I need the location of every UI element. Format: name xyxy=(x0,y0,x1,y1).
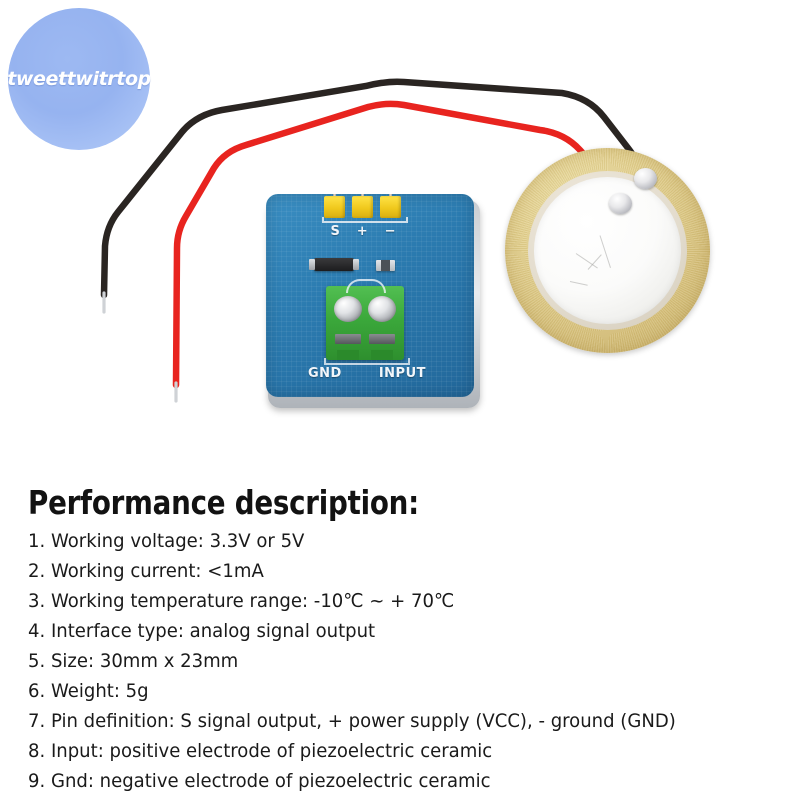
pin-label-s: S xyxy=(330,224,340,239)
spec-item: 4. Interface type: analog signal output xyxy=(28,620,376,642)
watermark-badge: tweettwitrtop xyxy=(7,8,151,150)
terminal-label-silkscreen xyxy=(324,358,410,365)
spec-item: 9. Gnd: negative electrode of piezoelect… xyxy=(28,770,491,792)
terminal-label-input: INPUT xyxy=(378,366,426,381)
product-photo: S + − GND INPUT xyxy=(7,8,710,412)
spec-item: 2. Working current: <1mA xyxy=(28,560,264,582)
specifications-list: 1. Working voltage: 3.3V or 5V 2. Workin… xyxy=(28,526,788,796)
spec-item: 5. Size: 30mm x 23mm xyxy=(28,650,239,672)
pin-header xyxy=(324,194,402,218)
watermark-text: tweettwitrtop xyxy=(7,68,151,90)
black-wire xyxy=(100,78,648,299)
screw-terminal-block xyxy=(326,279,404,360)
spec-item: 6. Weight: 5g xyxy=(28,680,149,702)
sensor-module-board: S + − GND INPUT xyxy=(262,190,484,412)
pcb-surface: S + − GND INPUT xyxy=(266,194,474,397)
smd-ic xyxy=(309,258,359,271)
spec-item: 3. Working temperature range: -10℃ ~ + 7… xyxy=(28,590,455,612)
spec-item: 7. Pin definition: S signal output, + po… xyxy=(28,710,676,732)
specifications-section: Performance description: 1. Working volt… xyxy=(0,470,800,800)
solder-point-center xyxy=(609,193,632,214)
terminal-slot-gnd xyxy=(335,334,361,344)
terminal-silkscreen-arc xyxy=(346,279,386,293)
solder-point-ring xyxy=(634,168,657,189)
terminal-screw-input xyxy=(368,296,396,322)
smd-resistor xyxy=(376,260,395,271)
terminal-screw-gnd xyxy=(334,296,362,322)
piezo-ceramic-disc xyxy=(505,148,710,353)
terminal-foot-input xyxy=(371,350,393,360)
terminal-foot-gnd xyxy=(337,350,359,360)
spec-item: 8. Input: positive electrode of piezoele… xyxy=(28,740,493,762)
piezo-ceramic-surface xyxy=(534,177,681,324)
terminal-label-group: GND INPUT xyxy=(308,366,426,381)
pin-label-plus: + xyxy=(356,224,368,239)
pin-header-silkscreen xyxy=(322,217,408,223)
terminal-label-gnd: GND xyxy=(308,366,342,381)
terminal-slot-input xyxy=(369,334,395,344)
pin-label-minus: − xyxy=(384,224,396,239)
spec-item: 1. Working voltage: 3.3V or 5V xyxy=(28,530,305,552)
specifications-title: Performance description: xyxy=(28,483,419,522)
pin-label-group: S + − xyxy=(322,224,404,239)
